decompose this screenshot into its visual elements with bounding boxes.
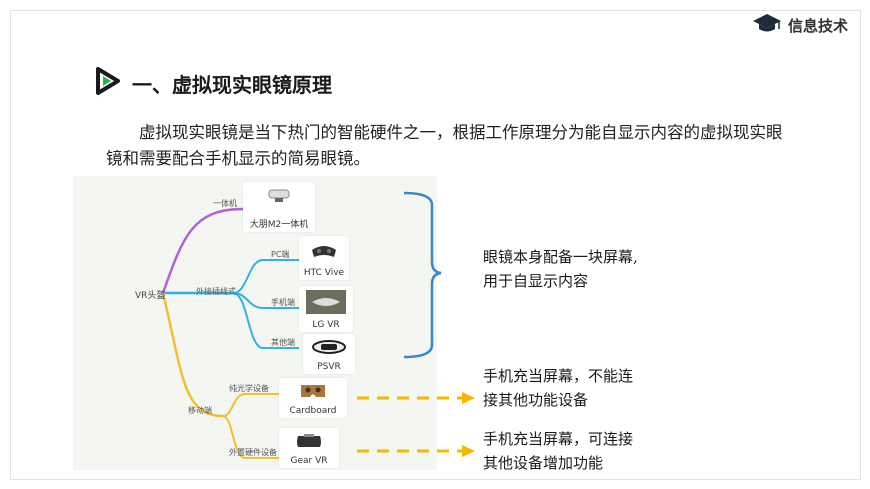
dashed-arrow-gearvr [357,445,475,457]
sub-optical: 纯光学设备 [229,384,269,393]
sub-pc: PC端 [271,250,290,259]
section-title: 一、虚拟现实眼镜原理 [94,66,332,100]
root-node: VR头盔 [135,291,166,301]
device-label: Gear VR [290,456,328,466]
device-label: LG VR [312,320,340,330]
note-cardboard: 手机充当屏幕，不能连 接其他功能设备 [483,364,633,412]
brand-label: 信息技术 [787,16,848,35]
note-line: 手机充当屏幕，不能连 [483,367,634,385]
branch-external: 外接插线式 [196,287,236,296]
device-card-dapeng: 大朋M2一体机 [243,182,315,232]
device-card-cardboard: Cardboard [279,378,347,418]
sub-phone: 手机端 [271,298,295,307]
note-line: 接其他功能设备 [483,391,589,409]
note-gearvr: 手机充当屏幕，可连接 其他设备增加功能 [483,427,633,475]
note-line: 其他设备增加功能 [483,454,604,472]
headset-icon [297,434,321,447]
device-label: Cardboard [289,406,337,416]
device-card-gearvr: Gear VR [279,428,339,468]
sub-hardware: 外置硬件设备 [229,448,277,457]
device-label: PSVR [317,362,341,372]
headset-icon [268,189,290,202]
dashed-arrow-cardboard [357,392,475,404]
branch-all-in-one: 一体机 [213,199,237,208]
note-self-display: 眼镜本身配备一块屏幕, 用于自显示内容 [483,245,638,293]
mindmap-branches [161,207,299,459]
device-label: 大朋M2一体机 [249,220,309,230]
note-line: 用于自显示内容 [483,272,589,290]
device-card-psvr: PSVR [303,334,355,374]
headset-icon [306,290,346,314]
graduation-cap-icon [752,12,782,38]
play-arrow-icon [94,66,122,100]
headset-icon [312,340,346,354]
branch-mobile: 移动端 [188,406,212,415]
sub-other: 其他端 [271,338,295,347]
device-label: HTC Vive [303,268,345,278]
note-line: 手机充当屏幕，可连接 [483,430,634,448]
brand-header: 信息技术 [752,12,848,38]
device-card-htc: HTC Vive [299,236,349,280]
brace-bracket [403,191,442,359]
section-title-text: 一、虚拟现实眼镜原理 [132,72,332,97]
device-card-lg: LG VR [299,286,353,332]
mindmap-panel: VR头盔 一体机 外接插线式 移动端 PC端 手机端 其他端 纯光学设备 外置硬… [73,176,437,470]
headset-icon [312,246,336,257]
cardboard-viewer-icon [301,385,325,397]
intro-paragraph: 虚拟现实眼镜是当下热门的智能硬件之一，根据工作原理分为能自显示内容的虚拟现实眼镜… [106,123,783,168]
note-line: 眼镜本身配备一块屏幕, [483,248,638,266]
